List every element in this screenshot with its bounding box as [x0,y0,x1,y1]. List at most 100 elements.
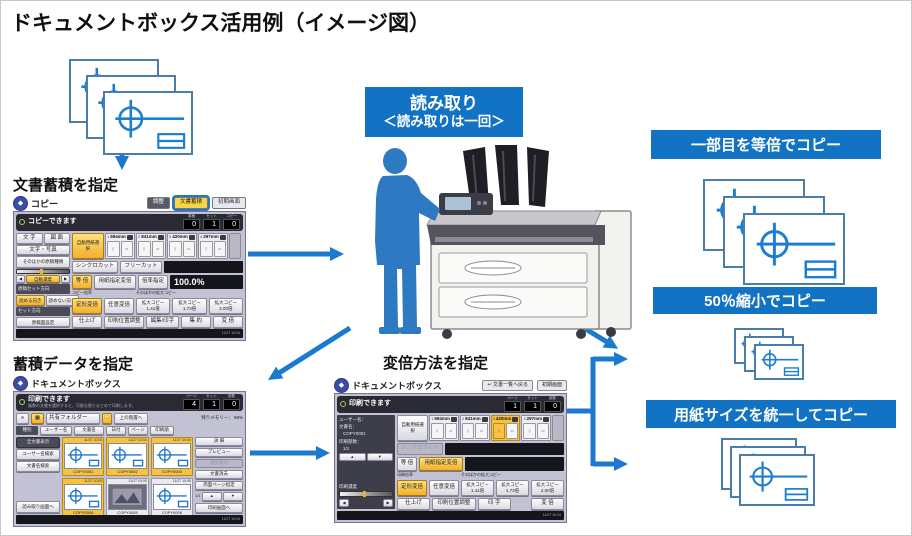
counter-label: セット [527,396,538,400]
roll-orientation-cell: ▭ [536,422,550,439]
search-type-label: 種別 [16,425,38,435]
paper-size: 841mm [141,233,157,239]
roll-orientation-cell: ▭ [182,240,195,257]
roll-icon [127,234,133,240]
current-folder-field: 共有フォルダー [46,412,100,424]
roll-orientation-cell: ▭ [506,422,519,439]
clock-text: 11/27 10:04 [221,516,240,521]
deselect-button: 選択解除 [195,458,243,468]
doc-date: 11/27 10:04 [172,437,191,442]
counter-value: 1 [504,400,521,412]
docbox-print-header: ◆ ドキュメントボックス ↩ 文書一覧へ戻る 初期画面 [334,377,567,393]
docbox-app-title: ドキュメントボックス [352,380,442,391]
doc-name: COPY0004 [73,509,94,515]
copier-status-text: コピーできます [28,218,77,226]
copies-value: 1/1 [343,446,350,452]
enlarge-value: 2.00倍 [219,305,233,311]
roll-orientation-cell: ▯ [107,240,120,257]
doc-date: 11/27 10:04 [84,437,103,442]
app-logo-icon: ◆ [13,195,28,211]
roll-orientation-cell: ▭ [120,240,133,257]
counter-label: 部数 [228,394,235,398]
paper-no: 1 [107,234,110,239]
printer-illustration [375,145,632,339]
docbox-list-screenshot: ◆ ドキュメントボックス 印刷できます 複数の文書を選択すると、可能な限りまとめ… [13,375,246,527]
equal-size-button: 等 倍 [397,456,417,471]
preset-zoom-button: 定形変倍 [72,297,102,314]
list-view-icon: ≡ [16,412,29,424]
pager-text: 1/1 [195,492,201,498]
go-up-button: 上の階層へ [114,412,148,424]
roll-orientation-cell: ▭ [213,240,226,257]
to-scan-screen-button: 読み取り画面へ [16,501,60,513]
drawing-sheet [743,213,845,285]
enlarge-title: 拡大コピー [536,482,559,488]
search-by-user-button: ユーザー名検索 [16,448,60,460]
roll-orientation-cell: ▯ [523,422,536,439]
delete-document-button: 文書消去 [195,469,243,479]
doc-name-value: COPY0001 [343,431,366,437]
document-thumbnail: 11/27 10:05 COPY0005 [106,477,149,517]
clock-text: 11/27 10:04 [542,512,561,517]
search-user-button: ユーザー名 [40,425,72,435]
free-cut-button: フリーカット [120,260,162,273]
docbox-print-status-text: 印刷できます [349,400,391,408]
counter-value: 4 [183,398,200,410]
density-slider [16,268,70,275]
free-zoom-button: 任意変倍 [429,479,459,496]
doc-name-label: 文書名： [339,423,357,429]
docbox-list-header: ◆ ドキュメントボックス [13,375,246,391]
density-label: 印刷濃度 [339,483,357,489]
auto-density-button: 自動濃度 [26,275,60,284]
copier-app-title: コピー [31,198,59,209]
page-down-button: ▼ [222,491,243,501]
enlarge-title: 拡大コピー [178,300,201,306]
synchro-cut-button: シンクロカット [72,260,118,273]
drawing-sheet [739,454,815,506]
roll-orientation-cell: ▯ [138,240,151,257]
back-to-list-button: ↩ 文書一覧へ戻る [482,379,533,391]
doc-date: 11/27 10:05 [172,478,191,483]
roll-icon [481,416,488,422]
roll-icon [220,234,226,240]
copier-bottom-bar: 11/27 10:04 [16,329,243,338]
doc-preview-image [64,443,103,469]
enlarge-value: 1.41倍 [470,487,485,493]
density-left-button: ◀ [16,275,25,284]
density-left-button: ◀ [339,499,349,507]
enlarge-title: 拡大コピー [214,300,238,306]
counter-value: 1 [203,218,220,230]
enlarge-value: 1.73倍 [182,305,197,311]
preset-zoom-button: 定形変倍 [397,479,427,496]
counter-label: コピー [226,214,237,218]
doc-name: COPY0002 [117,468,138,474]
paper-size: 297mm [526,415,543,421]
other-enlarge-label: そのほかの拡大コピー [461,472,501,478]
arrow-printer-to-docbox [268,325,352,380]
scan-label-line2: ＜読み取りは一回＞ [383,114,505,130]
print-position-button: 印刷位置調整 [432,497,476,510]
copies-down-button: ▼ [366,453,393,462]
drawing-sheet [103,91,193,155]
roll-icon [543,416,550,422]
detail-button: 詳 細 [195,436,243,446]
counter-value: 0 [223,398,240,410]
zoom-value-display: 100.0% [170,274,243,289]
print-left-panel: ユーザー名： 文書名： COPY0001 印刷部数： 1/1 ▲ ▼ 印刷濃度 … [337,414,395,509]
doc-preview-image [152,443,191,469]
roll-orientation-cell: ▭ [151,240,164,257]
output-half-copy-label: 50％縮小でコピー [653,287,877,314]
to-print-screen-button: 印刷画面へ [195,502,243,513]
copier-left-panel: 文 字 図 面 文字・写真 そのほかの原稿種類 ◀ 自動濃度 ▶ 原稿セット方向… [16,232,79,328]
copies-label: 印刷部数： [339,438,362,444]
scan-label-line1: 読み取り [410,93,478,113]
page-up-button: ▲ [201,491,222,501]
doc-name: COPY0005 [117,509,138,515]
